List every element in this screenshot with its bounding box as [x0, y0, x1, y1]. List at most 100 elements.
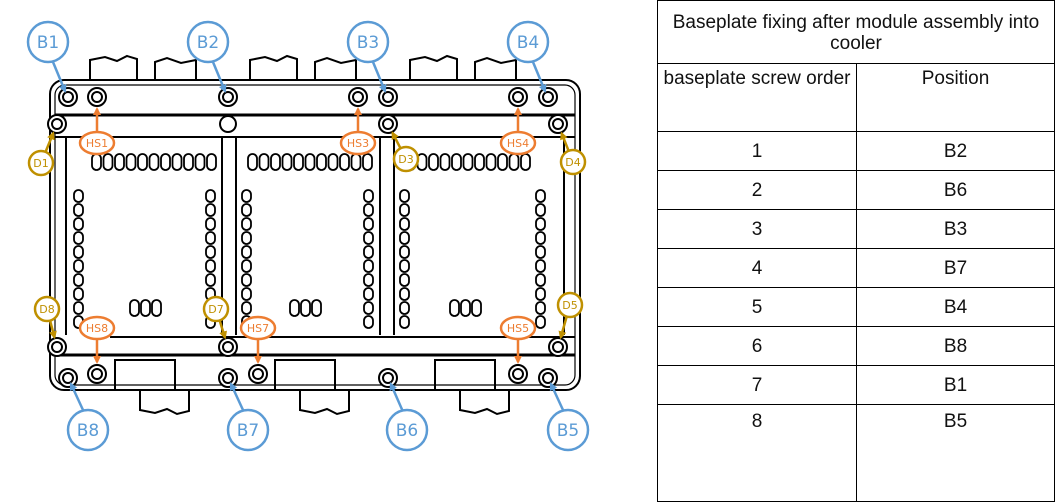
heatsink-callout-hs5: HS5: [499, 315, 537, 364]
baseplate-callout-b2: B2: [186, 20, 230, 93]
pad: [311, 299, 322, 317]
pad: [399, 231, 410, 245]
pad: [73, 231, 84, 245]
pad: [102, 153, 114, 171]
baseplate-callout-b8: B8: [66, 382, 110, 452]
driver-callout-d8: D8: [33, 295, 61, 340]
pad: [241, 301, 252, 315]
pad: [73, 203, 84, 217]
label-circle: [546, 408, 590, 452]
pad: [205, 273, 216, 287]
pad: [300, 299, 311, 317]
pad: [73, 273, 84, 287]
heatsink-callout-hs3: HS3: [339, 107, 377, 156]
position-cell: B1: [856, 365, 1055, 405]
order-cell: 2: [656, 170, 858, 210]
pad: [241, 287, 252, 301]
arrow: [560, 131, 570, 152]
label-circle: [202, 295, 230, 323]
order-cell: 7: [656, 365, 858, 405]
pad: [293, 153, 304, 171]
pad: [363, 217, 374, 231]
label-ellipse: [499, 315, 537, 341]
baseplate-label: B3: [357, 33, 379, 53]
arrow: [549, 382, 565, 411]
pad: [148, 153, 160, 171]
label-circle: [26, 20, 70, 64]
screw-hole-inner: [542, 372, 554, 384]
pad: [485, 153, 497, 171]
pad: [247, 153, 258, 171]
baseplate-callout-b5: B5: [546, 382, 590, 452]
screw-hole-inner: [222, 91, 234, 103]
baseplate-label: B7: [237, 421, 259, 441]
pad: [451, 153, 462, 171]
table-title: Baseplate fixing after module assembly i…: [657, 0, 1055, 64]
order-cell: 3: [656, 209, 858, 249]
heatsink-label: HS8: [86, 322, 108, 335]
pad: [125, 153, 137, 171]
pad: [241, 189, 252, 203]
screw-hole-inner: [512, 91, 524, 103]
pad: [339, 153, 350, 171]
label-circle: [66, 408, 110, 452]
pad: [363, 301, 374, 315]
screw-hole-inner: [382, 118, 394, 130]
label-circle: [556, 291, 584, 319]
pad: [535, 217, 546, 231]
pad: [363, 189, 374, 203]
pad: [206, 153, 217, 171]
pad-rows: [73, 153, 546, 329]
pad: [73, 259, 84, 273]
arrow: [391, 131, 402, 149]
position-cell: B4: [856, 287, 1055, 327]
pad: [129, 299, 140, 317]
baseplate-callout-b1: B1: [26, 20, 70, 93]
pad: [399, 245, 410, 259]
label-ellipse: [78, 315, 116, 341]
screw-hole-inner: [552, 341, 564, 353]
baseplate-callout-b7: B7: [226, 382, 270, 452]
header-position: Position: [856, 63, 1055, 132]
pad: [205, 217, 216, 231]
screw-hole-inner: [382, 91, 394, 103]
pad: [535, 315, 546, 329]
pad: [363, 245, 374, 259]
pad: [449, 299, 460, 317]
pad: [304, 153, 316, 171]
driver-label: D8: [39, 303, 54, 316]
arrow: [229, 382, 245, 411]
pad: [508, 153, 520, 171]
arrow: [44, 131, 55, 153]
pad: [535, 231, 546, 245]
screw-hole-inner: [552, 118, 564, 130]
baseplate-label: B1: [37, 33, 59, 53]
pad: [91, 153, 102, 171]
label-circle: [346, 20, 390, 64]
order-cell: 1: [656, 131, 858, 171]
pad: [327, 153, 339, 171]
pad: [73, 189, 84, 203]
heatsink-label: HS7: [247, 322, 269, 335]
pad: [241, 231, 252, 245]
screw-hole-inner: [62, 372, 74, 384]
pad: [520, 153, 531, 171]
baseplate-callout-b6: B6: [385, 382, 429, 452]
pad: [363, 203, 374, 217]
pad: [281, 153, 293, 171]
order-cell: 4: [656, 248, 858, 288]
pad: [363, 273, 374, 287]
pad: [535, 287, 546, 301]
screw-order-table: Baseplate fixing after module assembly i…: [656, 0, 1055, 502]
pad: [73, 301, 84, 315]
baseplate-frame: [49, 79, 581, 391]
pad: [363, 287, 374, 301]
pad: [270, 153, 281, 171]
